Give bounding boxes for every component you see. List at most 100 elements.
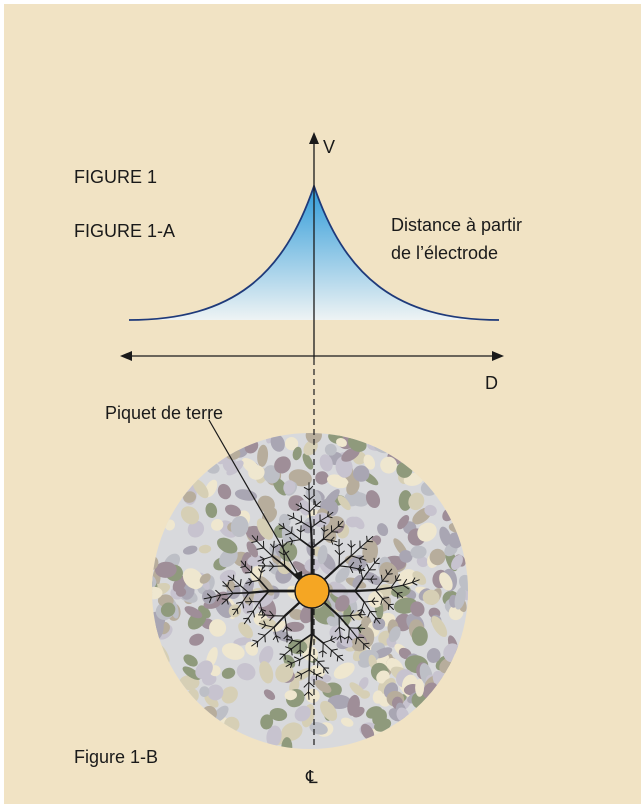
soil-pebble xyxy=(152,586,163,600)
root-branch xyxy=(283,634,288,640)
root-branch xyxy=(308,632,314,656)
root-branch xyxy=(261,608,267,612)
root-branch xyxy=(308,681,315,688)
root-branch xyxy=(292,512,295,519)
root-branch xyxy=(262,561,266,567)
root-branch xyxy=(311,633,325,644)
root-branch xyxy=(402,582,413,586)
soil-pebble xyxy=(372,617,386,631)
root-branch xyxy=(258,622,267,626)
root-branch xyxy=(367,610,371,618)
root-branch xyxy=(371,597,376,602)
soil-pebble xyxy=(180,506,200,525)
root-branch xyxy=(261,608,264,616)
root-branch xyxy=(245,581,253,584)
root-branch xyxy=(308,691,310,700)
root-branch xyxy=(236,608,239,615)
root-branch xyxy=(375,617,381,620)
root-branch xyxy=(396,591,403,594)
soil-pebble xyxy=(388,626,401,643)
soil-pebble xyxy=(236,663,256,681)
soil-pebble xyxy=(335,567,350,583)
root-branch xyxy=(330,539,334,545)
root-branch xyxy=(233,579,241,587)
root-branch xyxy=(275,635,279,643)
soil-pebble xyxy=(302,453,314,470)
root-branch xyxy=(296,649,301,654)
centerline-symbol: ℄ xyxy=(306,767,318,787)
soil-pebble xyxy=(230,515,249,538)
soil-pebble xyxy=(346,478,360,496)
root-branch xyxy=(295,673,303,678)
root-branch xyxy=(402,584,410,590)
root-branch xyxy=(264,626,275,636)
soil-pebble xyxy=(187,520,205,538)
soil-pebble xyxy=(257,495,275,513)
root-branch xyxy=(215,589,222,596)
root-branch xyxy=(338,615,351,617)
root-branch xyxy=(248,581,253,586)
root-branch xyxy=(357,568,361,574)
root-branch xyxy=(356,636,365,645)
root-branch xyxy=(309,653,319,663)
root-branch xyxy=(295,503,303,509)
root-branch xyxy=(319,516,328,522)
root-branch xyxy=(382,597,390,599)
root-branch xyxy=(315,501,322,507)
root-branch xyxy=(210,594,222,598)
root-branch xyxy=(308,691,313,696)
root-branch xyxy=(322,650,327,654)
root-branch xyxy=(251,641,259,647)
piquet-label: Piquet de terre xyxy=(105,403,224,423)
root-branch xyxy=(279,527,285,530)
root-branch xyxy=(248,597,253,603)
root-branch xyxy=(259,601,263,610)
soil-pebble xyxy=(263,689,276,700)
soil-pebble xyxy=(408,492,425,511)
root-branch xyxy=(323,529,329,532)
root-branch xyxy=(291,526,293,534)
root-branch xyxy=(331,525,339,533)
soil-pebble xyxy=(431,616,448,637)
root-branch xyxy=(319,520,327,524)
root-branch xyxy=(357,624,362,629)
soil-pebble xyxy=(292,446,302,461)
root-branch xyxy=(360,570,364,580)
root-branch xyxy=(284,654,286,660)
root-branch xyxy=(301,521,312,529)
soil-pebble xyxy=(234,489,258,501)
root-branch xyxy=(290,635,293,641)
root-branch xyxy=(289,639,293,644)
root-branch xyxy=(283,554,286,567)
soil-pebble xyxy=(324,443,337,456)
root-branch xyxy=(286,634,292,639)
root-branch xyxy=(390,580,397,589)
root-branch xyxy=(323,667,329,674)
root-branch xyxy=(388,604,394,610)
root-branch xyxy=(402,578,408,586)
distance-label-line2: de l’électrode xyxy=(391,243,499,263)
soil-pebble xyxy=(199,573,211,584)
root-branch xyxy=(226,592,234,600)
root-branch xyxy=(259,556,265,560)
root-branch xyxy=(278,551,285,556)
soil-pebble xyxy=(198,544,212,554)
soil-pebble xyxy=(294,705,311,722)
root-branch xyxy=(293,517,303,523)
root-branch xyxy=(359,540,368,549)
root-branch xyxy=(348,635,353,641)
root-branch xyxy=(222,581,229,587)
soil-pebble xyxy=(429,548,446,566)
piquet-pointer xyxy=(208,419,301,579)
root-branch xyxy=(299,633,313,643)
root-branch xyxy=(357,568,366,572)
root-branch xyxy=(317,660,325,662)
root-branch xyxy=(387,573,393,575)
root-branch xyxy=(292,539,301,542)
root-branch xyxy=(366,563,370,571)
soil-pebble xyxy=(256,518,274,540)
soil-pebble xyxy=(380,456,398,474)
root-branch xyxy=(289,537,294,542)
soil-pebble xyxy=(317,544,328,565)
root-branch xyxy=(380,574,383,582)
